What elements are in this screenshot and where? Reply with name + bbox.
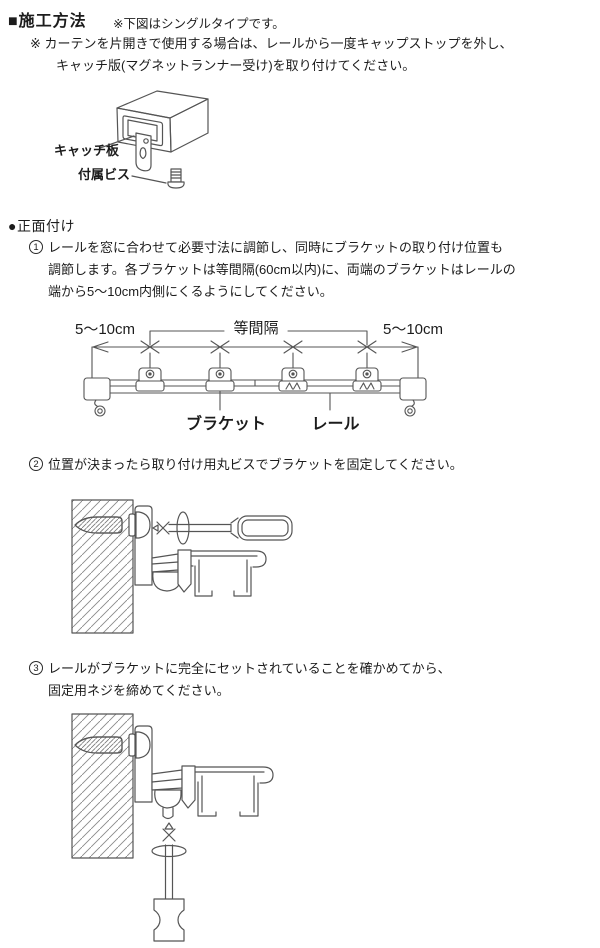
screwdriver-icon xyxy=(152,511,293,545)
dimension-lines xyxy=(91,330,419,381)
bracket-fixing-figure xyxy=(55,492,335,650)
step-1-line-1: レールを窓に合わせて必要寸法に調節し、同時にブラケットの取り付け位置も xyxy=(48,240,504,255)
rotation-ellipse-icon xyxy=(151,844,187,858)
step-1-line-3: 端から5〜10cm内側にくるようにしてください。 xyxy=(48,284,333,299)
step-2-number: 2 xyxy=(29,457,43,471)
page-title: ■施工方法 xyxy=(8,13,87,30)
page-title-note: ※下図はシングルタイプです。 xyxy=(113,17,285,31)
capstop-diagram xyxy=(99,90,209,189)
bracket-label: ブラケット xyxy=(185,416,266,433)
step-1-number: 1 xyxy=(29,240,43,254)
capstop-body-icon xyxy=(116,90,209,153)
bracket-side-icon xyxy=(128,505,182,592)
fixing-screw-icon xyxy=(162,807,174,817)
attached-screw-icon xyxy=(167,168,185,189)
dimension-right-label: 5〜10cm xyxy=(382,321,444,338)
step-1-line-2: 調節します。各ブラケットは等間隔(60cm以内)に、両端のブラケットはレールの xyxy=(48,262,516,277)
bracket-icon-1 xyxy=(135,352,165,392)
wall-cross-section xyxy=(71,713,134,859)
rail-label: レール xyxy=(311,416,360,433)
step-2-text: 位置が決まったら取り付け用丸ビスでブラケットを固定してください。 xyxy=(48,454,463,476)
rail-cross-section-icon xyxy=(182,766,274,817)
equal-spacing-label: 等間隔 xyxy=(233,320,279,337)
screwdriver-icon xyxy=(151,822,187,942)
front-mount-heading: ●正面付け xyxy=(8,218,75,234)
catch-plate-label: キャッチ板 xyxy=(54,143,120,158)
dimension-left-label: 5〜10cm xyxy=(74,321,136,338)
attached-screw-label: 付属ビス xyxy=(78,167,131,182)
catch-plate-leader-line xyxy=(99,135,135,149)
end-cap-left-icon xyxy=(83,377,111,417)
step-2-line-1: 位置が決まったら取り付け用丸ビスでブラケットを固定してください。 xyxy=(48,457,463,472)
step-3-line-2: 固定用ネジを締めてください。 xyxy=(48,683,230,698)
rail-cross-section-icon xyxy=(180,550,267,597)
mounting-screw-icon xyxy=(74,736,123,754)
step-3-text: レールがブラケットに完全にセットされていることを確かめてから、 固定用ネジを締め… xyxy=(48,658,451,702)
bracket-icon-3 xyxy=(278,352,308,392)
caution-line-2: キャッチ版(マグネットランナー受け)を取り付けてください。 xyxy=(56,58,416,73)
bracket-side-icon xyxy=(128,725,183,820)
rail-layout-diagram xyxy=(83,330,427,417)
bracket-icon-2 xyxy=(205,352,235,392)
rail-set-figure xyxy=(55,712,335,948)
bracket-jaw-icon xyxy=(177,549,192,593)
step-1-text: レールを窓に合わせて必要寸法に調節し、同時にブラケットの取り付け位置も 調節しま… xyxy=(48,237,516,303)
rail-set-diagram xyxy=(71,713,274,942)
step-3-line-1: レールがブラケットに完全にセットされていることを確かめてから、 xyxy=(48,661,451,676)
mounting-screw-icon xyxy=(74,516,123,534)
bracket-fixing-diagram xyxy=(71,499,293,634)
catch-plate-icon xyxy=(135,132,152,172)
step-3-number: 3 xyxy=(29,661,43,675)
capstop-figure: キャッチ板 付属ビス xyxy=(40,84,280,196)
screw-leader-line xyxy=(131,175,167,184)
bracket-icon-4 xyxy=(352,352,382,392)
bracket-jaw-icon xyxy=(181,765,196,809)
end-cap-right-icon xyxy=(399,377,427,417)
caution-line-1: ※ カーテンを片開きで使用する場合は、レールから一度キャップストップを外し、 xyxy=(30,36,513,51)
rotation-ellipse-icon xyxy=(176,511,190,545)
rail-layout-figure: 5〜10cm 等間隔 5〜10cm ブラケット レール xyxy=(30,316,480,436)
